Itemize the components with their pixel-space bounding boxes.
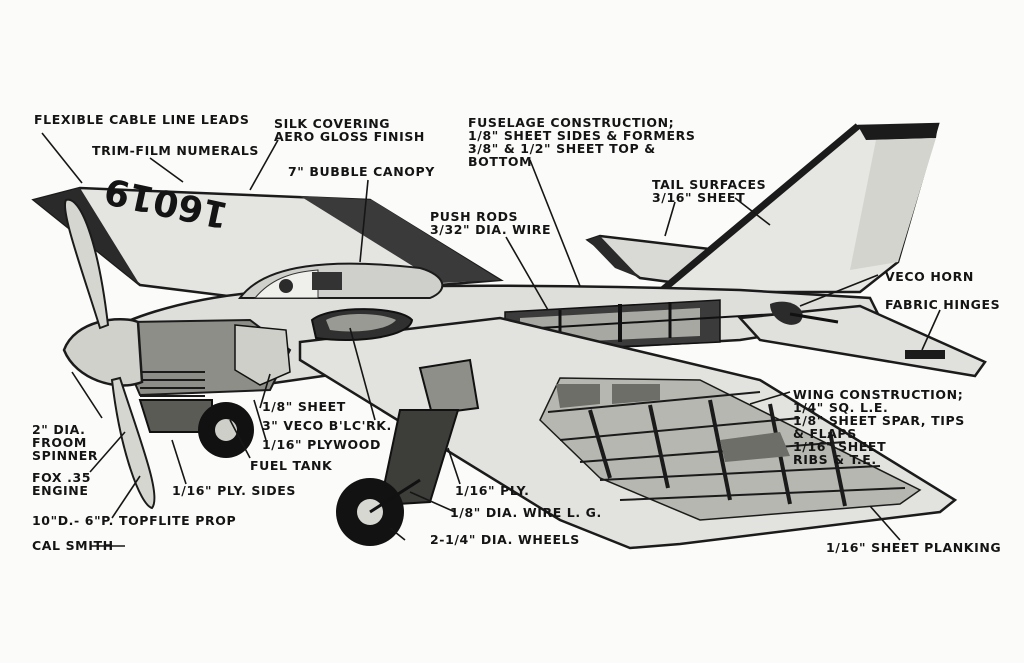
leader-lines: [41, 132, 941, 547]
label-fabric-hinges: FABRIC HINGES: [885, 297, 1001, 312]
label-tail-surfaces: TAIL SURFACES 3/16" SHEET: [652, 177, 767, 205]
label-bubble-canopy: 7" BUBBLE CANOPY: [288, 164, 435, 179]
label-wheels: 2-1/4" DIA. WHEELS: [430, 532, 580, 547]
label-fuel-tank: FUEL TANK: [250, 458, 333, 473]
landing-gear-fairing: [418, 358, 480, 416]
label-engine: FOX .35 ENGINE: [32, 470, 92, 498]
label-wire-landing-gear: 1/8" DIA. WIRE L. G.: [450, 505, 602, 520]
label-credit: CAL SMITH: [32, 538, 114, 553]
label-ply: 1/16" PLY.: [455, 483, 530, 498]
label-flexible-cable-line-leads: FLEXIBLE CABLE LINE LEADS: [34, 112, 250, 127]
label-veco-horn: VECO HORN: [885, 269, 974, 284]
label-trim-film-numerals: TRIM-FILM NUMERALS: [92, 143, 260, 158]
label-veco-blcrk: 3" VECO B'LC'RK.: [262, 418, 392, 433]
label-silk-covering: SILK COVERING AERO GLOSS FINISH: [274, 116, 425, 144]
spinner: [62, 318, 144, 387]
label-ply-sides: 1/16" PLY. SIDES: [172, 483, 296, 498]
label-fuselage-construction: FUSELAGE CONSTRUCTION; 1/8" SHEET SIDES …: [468, 115, 696, 169]
propeller: [64, 198, 110, 330]
label-spinner: 2" DIA. FROOM SPINNER: [32, 422, 99, 463]
label-eighth-sheet: 1/8" SHEET: [262, 399, 346, 414]
label-wing-construction: WING CONSTRUCTION; 1/4" SQ. L.E. 1/8" SH…: [793, 387, 965, 467]
label-plywood: 1/16" PLYWOOD: [262, 437, 381, 452]
label-topflite-prop: 10"D.- 6"P. TOPFLITE PROP: [32, 513, 237, 528]
label-sheet-planking: 1/16" SHEET PLANKING: [826, 540, 1002, 555]
label-push-rods: PUSH RODS 3/32" DIA. WIRE: [430, 209, 552, 237]
